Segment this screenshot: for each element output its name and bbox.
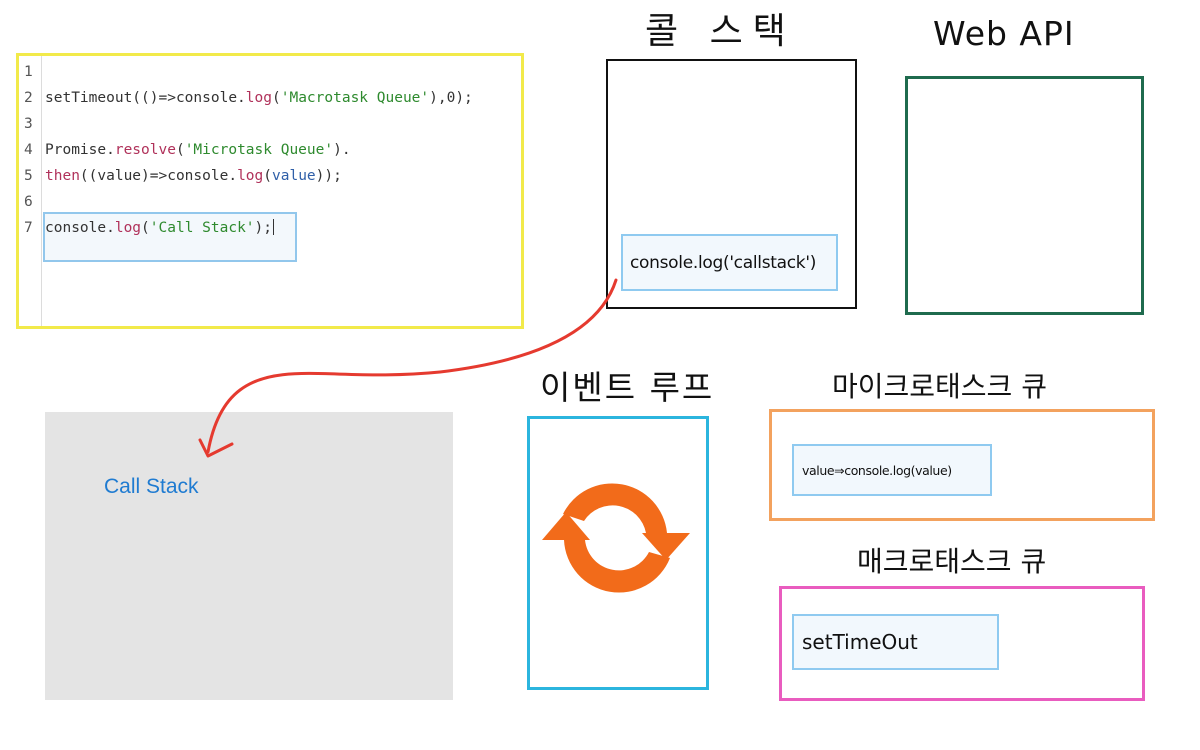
- code-token: );: [254, 220, 273, 236]
- line-number: 3: [24, 116, 33, 132]
- line-number: 6: [24, 194, 33, 210]
- code-token: (: [272, 90, 281, 106]
- line-number-gutter: [19, 56, 42, 326]
- highlighted-line-box: [43, 212, 297, 262]
- line-number: 5: [24, 168, 33, 184]
- console-output-panel: [45, 412, 453, 700]
- code-token: log: [237, 168, 264, 184]
- code-token: ),0);: [429, 90, 473, 106]
- event-loop-box: [527, 416, 709, 690]
- code-token: ((value)=>console.: [79, 168, 238, 184]
- microtask-queue-item: value⇒console.log(value): [792, 444, 992, 496]
- code-token: then: [45, 168, 80, 184]
- code-token: (: [141, 220, 150, 236]
- code-token: ));: [315, 168, 342, 184]
- code-token: (: [263, 168, 272, 184]
- code-token: 'Macrotask Queue': [280, 90, 430, 106]
- console-output-text: Call Stack: [104, 475, 199, 498]
- code-token: 'Call Stack': [149, 220, 255, 236]
- code-text[interactable]: setTimeout(()=>console.log('Macrotask Qu…: [45, 85, 473, 111]
- code-line: 5 then((value)=>console.log(value));: [19, 163, 521, 189]
- code-token: console.: [45, 220, 115, 236]
- code-line: 1: [19, 59, 521, 85]
- code-token: (: [175, 142, 185, 158]
- code-line: 2 setTimeout(()=>console.log('Macrotask Q…: [19, 85, 521, 111]
- code-text[interactable]: Promise.resolve('Microtask Queue').: [45, 137, 351, 163]
- web-api-title: Web API: [933, 14, 1075, 53]
- line-number: 4: [24, 142, 33, 158]
- line-number: 7: [24, 220, 33, 236]
- code-token: log: [245, 90, 272, 106]
- code-line: 3: [19, 111, 521, 137]
- code-token: log: [114, 220, 142, 236]
- code-token: resolve: [114, 142, 176, 158]
- line-number: 1: [24, 64, 33, 80]
- web-api-box: [905, 76, 1144, 315]
- code-token: value: [272, 168, 316, 184]
- code-line: 4 Promise.resolve('Microtask Queue').: [19, 137, 521, 163]
- line-number: 2: [24, 90, 33, 106]
- macrotask-queue-item: setTimeOut: [792, 614, 999, 670]
- macrotask-queue-title: 매크로태스크 큐: [857, 545, 1047, 578]
- code-token: ).: [333, 142, 351, 158]
- code-token: Promise.: [45, 142, 115, 158]
- code-token: 'Microtask Queue': [184, 142, 334, 158]
- call-stack-title: 콜 스택: [645, 11, 796, 52]
- event-loop-title: 이벤트 루프: [540, 368, 715, 407]
- code-token: setTimeout(()=>console.: [45, 90, 246, 106]
- code-text[interactable]: console.log('Call Stack');: [45, 215, 275, 241]
- microtask-queue-title: 마이크로태스크 큐: [832, 370, 1047, 403]
- code-text[interactable]: then((value)=>console.log(value));: [45, 163, 342, 189]
- code-line: 6: [19, 189, 521, 215]
- text-cursor: [273, 219, 275, 235]
- call-stack-item: console.log('callstack'): [621, 234, 838, 291]
- code-line: 7 console.log('Call Stack');: [19, 215, 521, 241]
